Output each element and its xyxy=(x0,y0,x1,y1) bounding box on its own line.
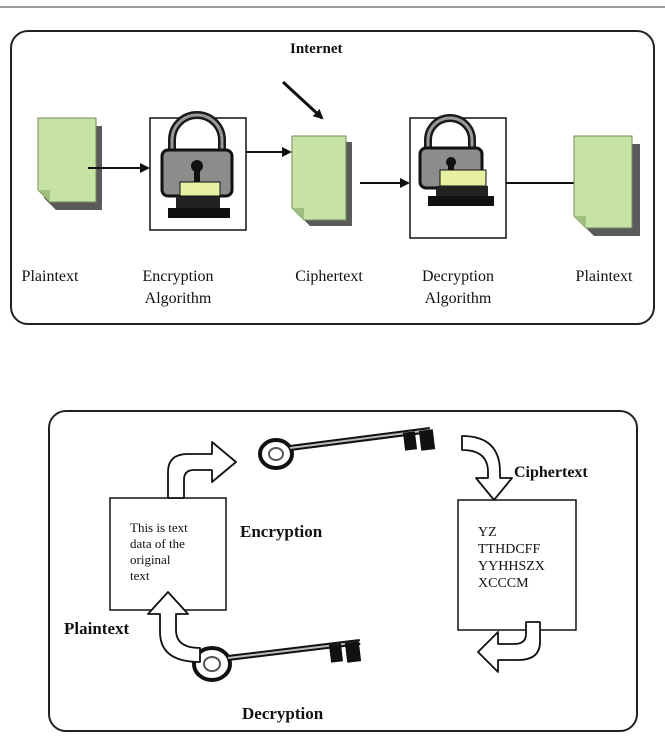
stage-label-plaintext-output: Plaintext xyxy=(575,268,633,285)
ciphertext-label: Ciphertext xyxy=(514,464,588,481)
plaintext-label: Plaintext xyxy=(64,619,130,638)
decryption-padlock-icon xyxy=(409,114,507,239)
plaintext-document-body: This is text data of the original text xyxy=(130,520,188,583)
encryption-padlock-icon xyxy=(149,111,247,231)
encryption-key-icon xyxy=(258,427,436,470)
curved-arrow-up-to-plaintext xyxy=(147,591,201,663)
ciphertext-document-icon xyxy=(291,135,352,226)
internet-label: Internet xyxy=(290,41,343,57)
curved-arrow-from-ciphertext xyxy=(477,621,541,673)
stage-label-encryption-algorithm: Encryption Algorithm xyxy=(142,268,214,307)
output-plaintext-document-icon xyxy=(573,135,640,236)
top-divider-line xyxy=(0,6,665,8)
plaintext-document-icon xyxy=(37,117,102,210)
internet-arrow xyxy=(281,80,324,120)
curved-arrow-up-to-key xyxy=(167,441,237,499)
ciphertext-document-box xyxy=(457,499,577,631)
decryption-key-icon xyxy=(192,639,362,682)
stage-label-decryption-algorithm: Decryption Algorithm xyxy=(422,268,494,307)
encryption-label: Encryption xyxy=(240,522,323,541)
decryption-label: Decryption xyxy=(242,704,324,723)
stage-label-plaintext: Plaintext xyxy=(21,268,79,285)
stage-label-ciphertext: Ciphertext xyxy=(295,268,363,285)
encryption-cycle-panel xyxy=(48,410,638,732)
ciphertext-document-body: YZ TTHDCFF YYHHSZX XCCCM xyxy=(478,525,545,591)
curved-arrow-down-to-ciphertext xyxy=(461,435,513,501)
